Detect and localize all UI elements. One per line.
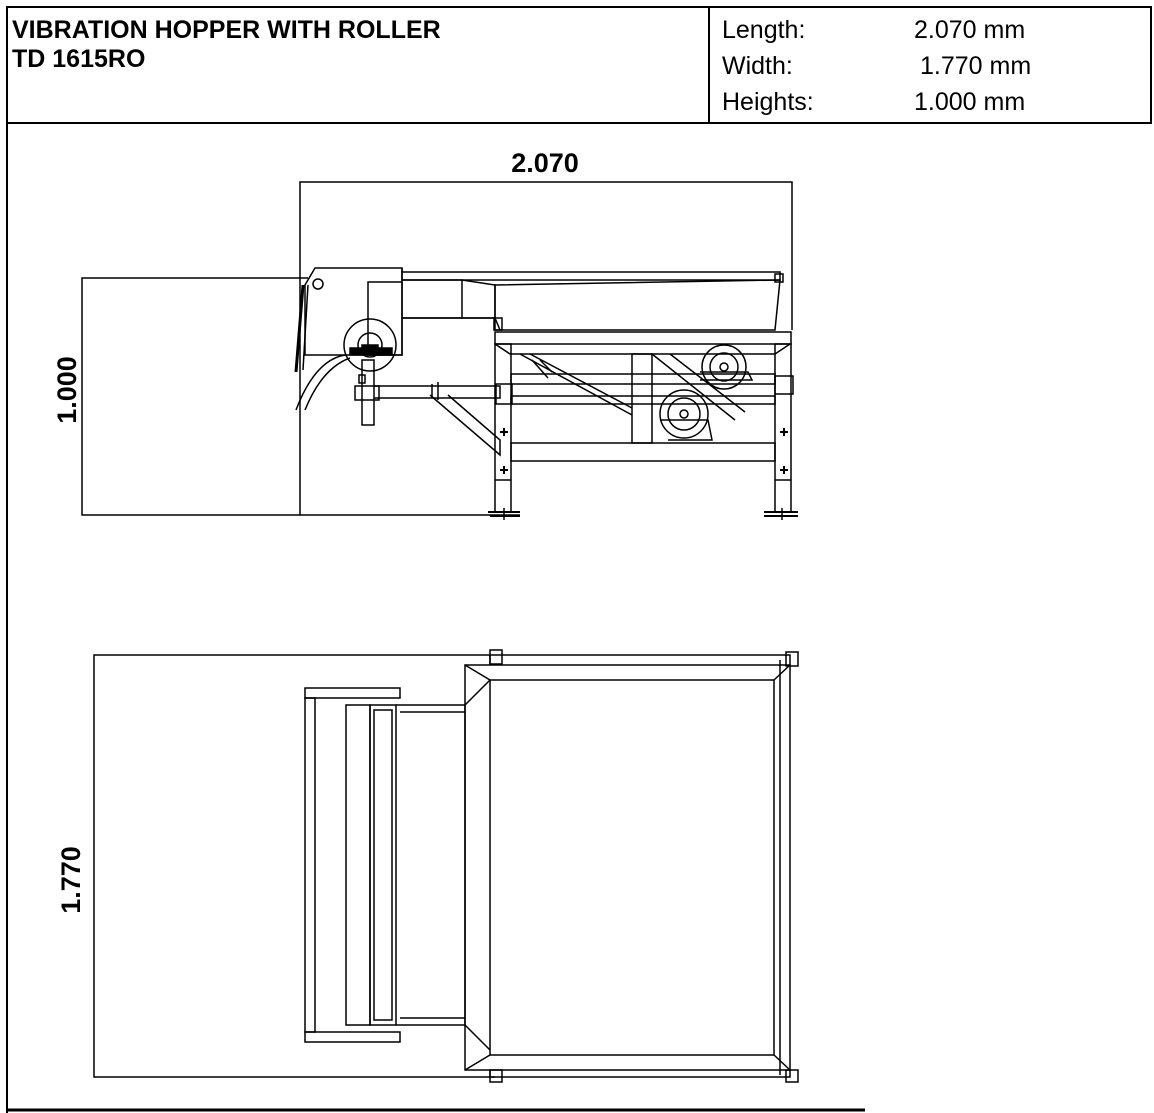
frame-right-border [1150, 6, 1152, 122]
height-dimension-line [81, 277, 520, 516]
roller-assembly [294, 267, 403, 426]
hopper-body [401, 268, 784, 331]
title-block: VIBRATION HOPPER WITH ROLLER TD 1615RO L… [6, 6, 1152, 124]
machine-frame [488, 331, 798, 520]
title-line-2: TD 1615RO [12, 45, 146, 73]
length-dimension-line [299, 181, 793, 515]
spec-label-height: Heights: [722, 88, 814, 116]
height-dimension-label: 1.000 [52, 356, 82, 424]
frame-left-border [6, 6, 8, 1113]
spec-value-height: 1.000 mm [914, 88, 1026, 116]
spec-label-length: Length: [722, 16, 806, 44]
title-block-divider [708, 6, 710, 122]
support-arm [374, 382, 513, 457]
spec-label-width: Width: [722, 52, 793, 80]
hopper-top [464, 649, 799, 1083]
roller-top [304, 679, 491, 1051]
width-dimension-line [93, 654, 495, 1078]
side-view: 2.070 1.000 [52, 148, 798, 520]
frame-top-border [6, 6, 1152, 8]
spec-value-width: 1.770 mm [920, 52, 1032, 80]
title-line-1: VIBRATION HOPPER WITH ROLLER [12, 16, 441, 44]
document-title: VIBRATION HOPPER WITH ROLLER TD 1615RO [12, 16, 441, 74]
length-dimension-label: 2.070 [511, 148, 579, 178]
top-view: 1.770 [56, 649, 799, 1083]
width-dimension-label: 1.770 [56, 846, 86, 914]
spec-value-length: 2.070 mm [914, 16, 1026, 44]
